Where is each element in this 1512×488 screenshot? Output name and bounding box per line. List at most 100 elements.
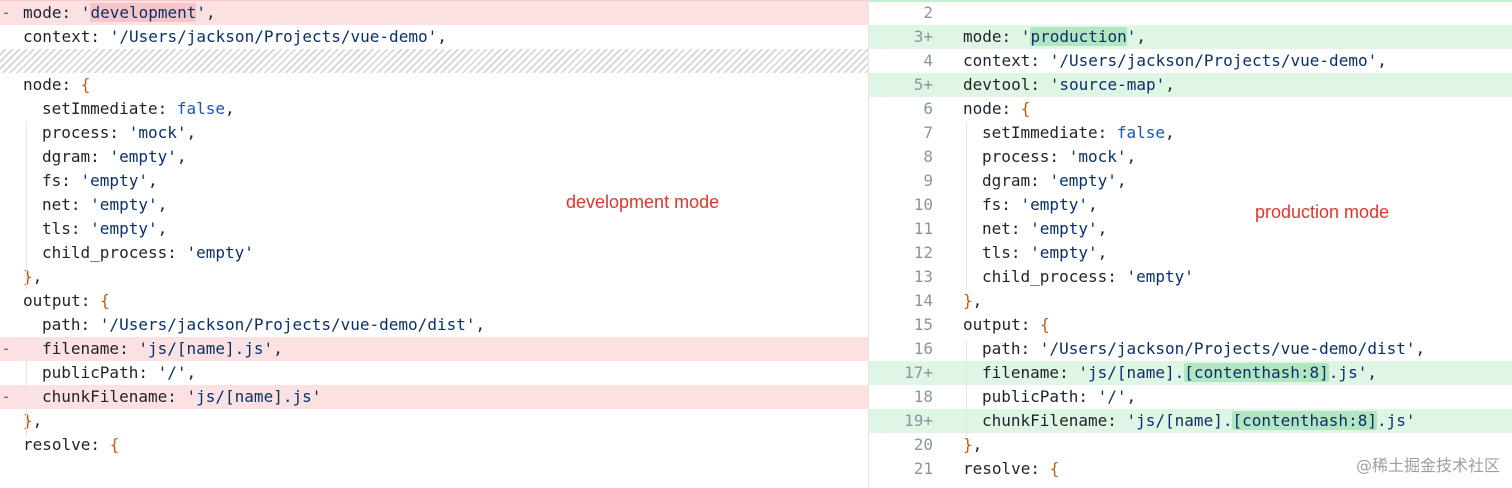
- code-text: mode: 'development',: [23, 1, 216, 25]
- line-number: 8: [923, 147, 933, 166]
- code-token: devtool:: [963, 75, 1050, 94]
- code-token: ,: [225, 99, 235, 118]
- code-token: dgram:: [982, 171, 1050, 190]
- code-token: output:: [963, 315, 1041, 334]
- code-token: '/Users/jackson/Projects/vue-demo': [1049, 51, 1378, 70]
- code-token: ,: [1097, 219, 1108, 238]
- code-token: 'empty': [80, 171, 148, 190]
- code-token: ': [196, 3, 207, 22]
- code-token: '/Users/jackson/Projects/vue-demo/dist': [1039, 339, 1416, 358]
- code-line: 19+chunkFilename: 'js/[name].[contenthas…: [869, 409, 1512, 433]
- code-token: }: [963, 291, 973, 310]
- code-token: ,: [1415, 339, 1426, 358]
- code-line: 2: [869, 1, 1512, 25]
- code-line: 4 context: '/Users/jackson/Projects/vue-d…: [869, 49, 1512, 73]
- code-line: 20},: [869, 433, 1512, 457]
- code-token: fs:: [42, 171, 81, 190]
- indent-guide: [966, 122, 967, 290]
- code-token: [contenthash:8]: [1184, 363, 1329, 382]
- code-text: child_process: 'empty': [963, 265, 1194, 289]
- line-number: 15: [913, 315, 933, 334]
- line-number: 2: [923, 3, 933, 22]
- code-token: ,: [1097, 243, 1108, 262]
- code-text: output: {: [23, 289, 110, 313]
- code-token: ,: [972, 435, 983, 454]
- code-token: {: [1040, 315, 1050, 334]
- code-token: 'empty': [186, 243, 254, 262]
- code-line: 14},: [869, 289, 1512, 313]
- code-line: output: {: [0, 289, 868, 313]
- line-number: 6: [923, 99, 933, 118]
- line-number: 10: [913, 195, 933, 214]
- code-line: child_process: 'empty': [0, 241, 868, 265]
- code-text: publicPath: '/',: [23, 361, 196, 385]
- code-text: },: [23, 265, 42, 289]
- code-text: context: '/Users/jackson/Projects/vue-de…: [963, 49, 1387, 73]
- code-line: -mode: 'development',: [0, 1, 868, 25]
- code-token: ,: [206, 3, 216, 22]
- production-mode-label: production mode: [1255, 202, 1390, 222]
- code-text: dgram: 'empty',: [23, 145, 187, 169]
- code-token: 'js/[name].: [1126, 411, 1233, 430]
- code-token: ,: [475, 315, 486, 334]
- code-token: node:: [963, 99, 1021, 118]
- code-token: ,: [32, 411, 43, 430]
- code-token: resolve:: [23, 435, 110, 454]
- code-token: dgram:: [42, 147, 110, 166]
- code-line: path: '/Users/jackson/Projects/vue-demo/…: [0, 313, 868, 337]
- removed-marker: -: [1, 387, 11, 406]
- code-token: ': [80, 3, 91, 22]
- code-text: tls: 'empty',: [963, 241, 1107, 265]
- code-token: .js': [1376, 411, 1416, 430]
- code-token: ,: [157, 219, 168, 238]
- code-token: 'js/[name].js': [186, 387, 322, 406]
- code-token: ,: [1165, 123, 1175, 142]
- code-line: setImmediate: false,: [0, 97, 868, 121]
- line-number: 3+: [913, 27, 933, 46]
- code-token: publicPath:: [42, 363, 158, 382]
- code-text: node: {: [23, 73, 90, 97]
- code-token: false: [176, 99, 226, 118]
- line-number: 13: [913, 267, 933, 286]
- code-token: ,: [186, 363, 197, 382]
- code-text: setImmediate: false,: [963, 121, 1175, 145]
- code-text: mode: 'production',: [963, 25, 1146, 49]
- code-token: .js': [1328, 363, 1368, 382]
- code-token: 'empty': [90, 219, 158, 238]
- code-text: process: 'mock',: [23, 121, 196, 145]
- code-text: fs: 'empty',: [23, 169, 158, 193]
- code-token: ,: [273, 339, 283, 358]
- code-token: ,: [186, 123, 197, 142]
- code-token: '/': [1097, 387, 1127, 406]
- code-token: ,: [1126, 387, 1137, 406]
- code-line: -filename: 'js/[name].js',: [0, 337, 868, 361]
- code-token: ,: [1116, 171, 1127, 190]
- code-token: ,: [147, 171, 158, 190]
- code-token: 'empty': [1049, 171, 1117, 190]
- code-line: 3+ mode: 'production',: [869, 25, 1512, 49]
- code-token: ': [1020, 27, 1031, 46]
- right-pane-top-edge: [869, 0, 1512, 2]
- code-token: 'mock': [128, 123, 187, 142]
- line-number: 7: [923, 123, 933, 142]
- code-token: mode:: [23, 3, 81, 22]
- code-token: ,: [1126, 147, 1137, 166]
- code-token: resolve:: [963, 459, 1050, 478]
- code-token: process:: [42, 123, 129, 142]
- code-token: {: [1049, 459, 1060, 478]
- line-number: 4: [923, 51, 933, 70]
- code-line: 5+devtool: 'source-map',: [869, 73, 1512, 97]
- line-number: 16: [913, 339, 933, 358]
- code-text: node: {: [963, 97, 1030, 121]
- code-token: {: [80, 75, 91, 94]
- line-number: 18: [913, 387, 933, 406]
- code-token: ,: [1165, 75, 1175, 94]
- code-text: tls: 'empty',: [23, 217, 167, 241]
- code-token: '/': [157, 363, 187, 382]
- code-line: 17+filename: 'js/[name].[contenthash:8].…: [869, 361, 1512, 385]
- code-line: resolve: {: [0, 433, 868, 457]
- code-token: 'empty': [1126, 267, 1194, 286]
- removed-marker: -: [1, 339, 11, 358]
